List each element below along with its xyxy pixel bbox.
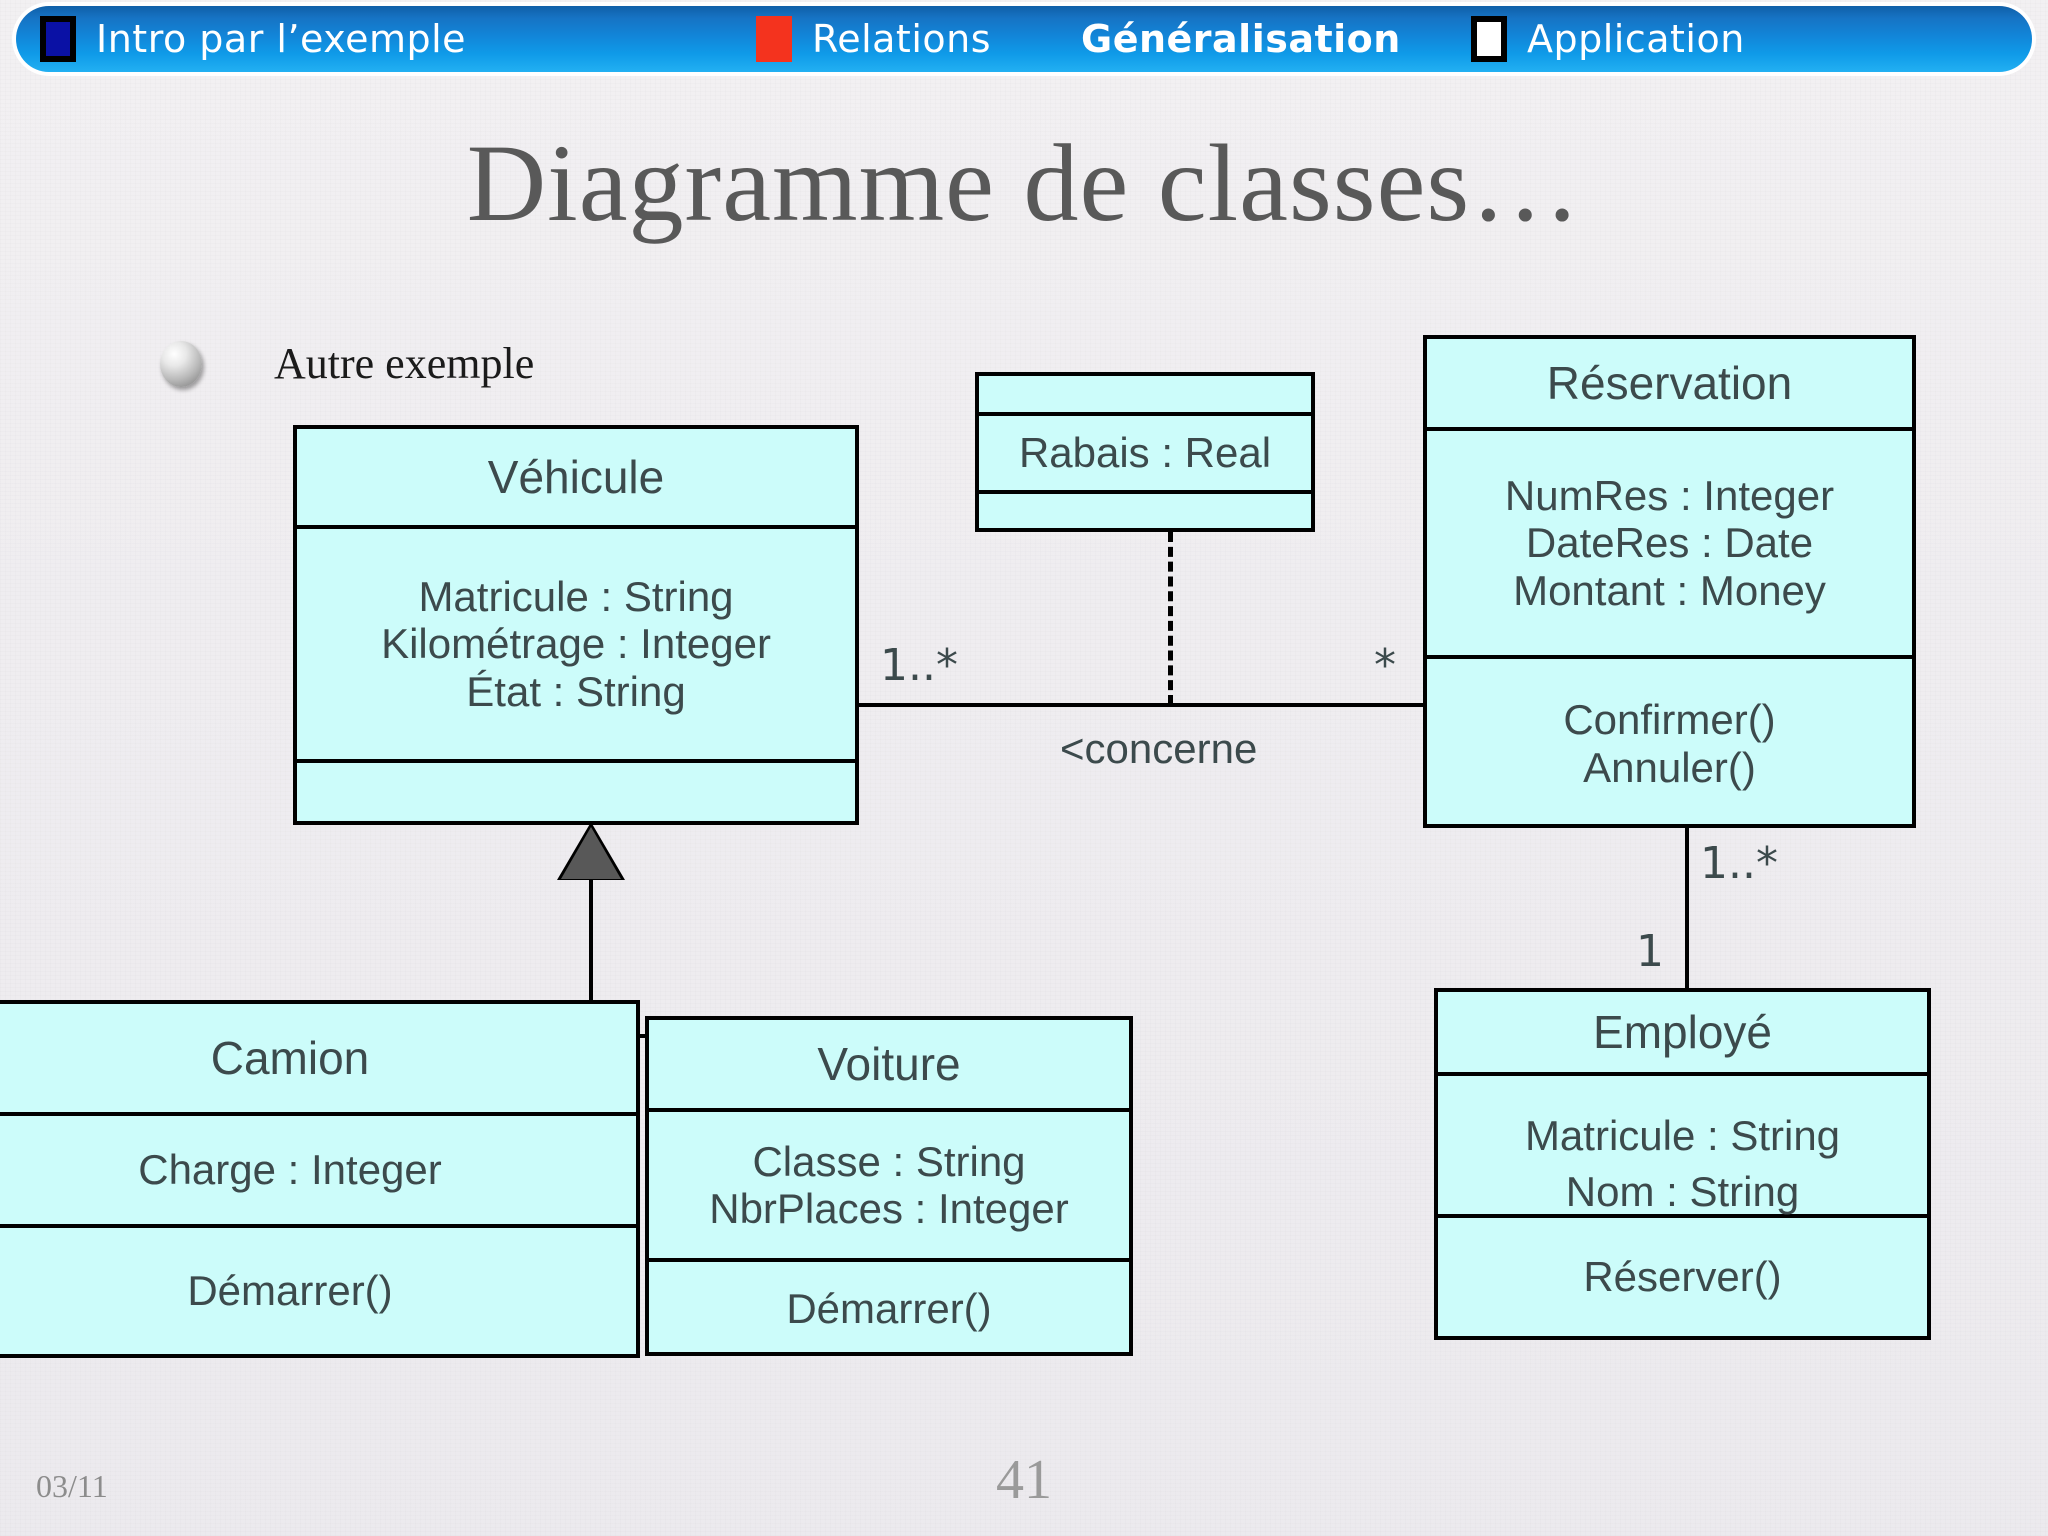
uml-class-voiture-name: Voiture (817, 1037, 961, 1090)
uml-class-vehicule-attributes: Matricule : String Kilométrage : Integer… (297, 525, 855, 759)
generalization-trunk-line (589, 872, 593, 1038)
uml-class-vehicule-name-compartment: Véhicule (297, 429, 855, 525)
uml-class-camion[interactable]: Camion Charge : Integer Démarrer() (0, 1000, 640, 1358)
multiplicity-vehicule-concerne: 1..* (880, 640, 958, 691)
uml-attribute: Matricule : String (418, 573, 734, 621)
uml-class-camion-attributes: Charge : Integer (0, 1112, 636, 1224)
uml-attribute: NbrPlaces : Integer (709, 1185, 1069, 1232)
uml-operation: Réserver() (1583, 1253, 1782, 1301)
uml-attribute: Matricule : String (1524, 1112, 1841, 1159)
uml-association-class-rabais-operations (979, 490, 1311, 528)
blue-square-icon (40, 16, 76, 62)
uml-class-voiture[interactable]: Voiture Classe : String NbrPlaces : Inte… (645, 1016, 1133, 1356)
uml-attribute: Kilométrage : Integer (381, 620, 771, 668)
uml-operation: Démarrer() (187, 1267, 393, 1315)
uml-class-employe-attributes: Matricule : String Nom : String (1438, 1072, 1927, 1215)
navigation-bar: Intro par l’exemple Relations Généralisa… (16, 6, 2032, 72)
uml-attribute: Montant : Money (1513, 566, 1826, 614)
nav-item-generalisation[interactable]: Généralisation (1081, 6, 1401, 72)
uml-class-voiture-attributes: Classe : String NbrPlaces : Integer (649, 1108, 1129, 1258)
uml-attribute: NumRes : Integer (1504, 472, 1835, 520)
uml-class-employe-operations: Réserver() (1438, 1214, 1927, 1336)
association-line-concerne (858, 703, 1425, 707)
uml-class-camion-operations: Démarrer() (0, 1224, 636, 1354)
association-label-concerne: <concerne (1060, 725, 1258, 772)
nav-item-generalisation-label: Généralisation (1081, 17, 1401, 61)
uml-operation: Démarrer() (786, 1285, 992, 1333)
bullet-label: Autre exemple (274, 339, 535, 388)
uml-attribute: Charge : Integer (138, 1146, 442, 1194)
white-square-icon (1471, 16, 1507, 62)
multiplicity-reservation-concerne: * (1374, 640, 1396, 691)
uml-class-reservation[interactable]: Réservation NumRes : Integer DateRes : D… (1423, 335, 1916, 828)
nav-item-relations-label: Relations (812, 17, 992, 61)
association-class-link-dashed (1168, 532, 1173, 705)
nav-item-relations[interactable]: Relations (756, 6, 991, 72)
uml-class-reservation-operations: Confirmer() Annuler() (1427, 655, 1912, 828)
uml-association-class-rabais[interactable]: Rabais : Real (975, 372, 1315, 532)
uml-attribute: DateRes : Date (1525, 519, 1814, 567)
uml-class-voiture-name-compartment: Voiture (649, 1020, 1129, 1108)
uml-class-camion-name-compartment: Camion (0, 1004, 636, 1112)
uml-attribute: Classe : String (752, 1137, 1026, 1185)
footer-page-number: 41 (996, 1449, 1052, 1511)
uml-class-camion-name: Camion (210, 1031, 370, 1084)
footer-date: 03/11 (36, 1468, 108, 1504)
uml-class-reservation-name-compartment: Réservation (1427, 339, 1912, 427)
multiplicity-employe-reserve: 1 (1636, 926, 1664, 977)
uml-association-class-rabais-name-compartment (979, 376, 1311, 412)
uml-operation: Confirmer() (1563, 696, 1776, 744)
uml-operation: Annuler() (1583, 743, 1756, 791)
red-square-icon (756, 16, 792, 62)
uml-class-vehicule-name: Véhicule (487, 450, 665, 503)
uml-class-employe-name: Employé (1593, 1005, 1772, 1058)
uml-association-class-rabais-attributes: Rabais : Real (979, 412, 1311, 490)
uml-class-vehicule-operations (297, 759, 855, 821)
bullet-row: Autre exemple (160, 338, 534, 389)
nav-item-intro-label: Intro par l’exemple (96, 17, 467, 61)
uml-class-employe-name-compartment: Employé (1438, 992, 1927, 1072)
association-line-reserve (1685, 828, 1689, 998)
uml-attribute: Rabais : Real (1018, 429, 1272, 477)
multiplicity-reservation-reserve: 1..* (1700, 838, 1778, 889)
nav-item-application-label: Application (1527, 17, 1745, 61)
uml-class-voiture-operations: Démarrer() (649, 1258, 1129, 1356)
uml-attribute: Nom : String (1565, 1168, 1800, 1215)
uml-class-vehicule[interactable]: Véhicule Matricule : String Kilométrage … (293, 425, 859, 825)
nav-item-application[interactable]: Application (1471, 6, 1745, 72)
uml-attribute: État : String (466, 667, 686, 715)
generalization-arrow-icon (561, 827, 621, 879)
page-title: Diagramme de classes… (466, 122, 1582, 244)
uml-class-employe[interactable]: Employé Matricule : String Nom : String … (1434, 988, 1931, 1340)
sphere-bullet-icon (160, 340, 202, 387)
uml-class-reservation-attributes: NumRes : Integer DateRes : Date Montant … (1427, 427, 1912, 655)
uml-class-reservation-name: Réservation (1546, 356, 1793, 409)
nav-item-intro[interactable]: Intro par l’exemple (40, 6, 466, 72)
